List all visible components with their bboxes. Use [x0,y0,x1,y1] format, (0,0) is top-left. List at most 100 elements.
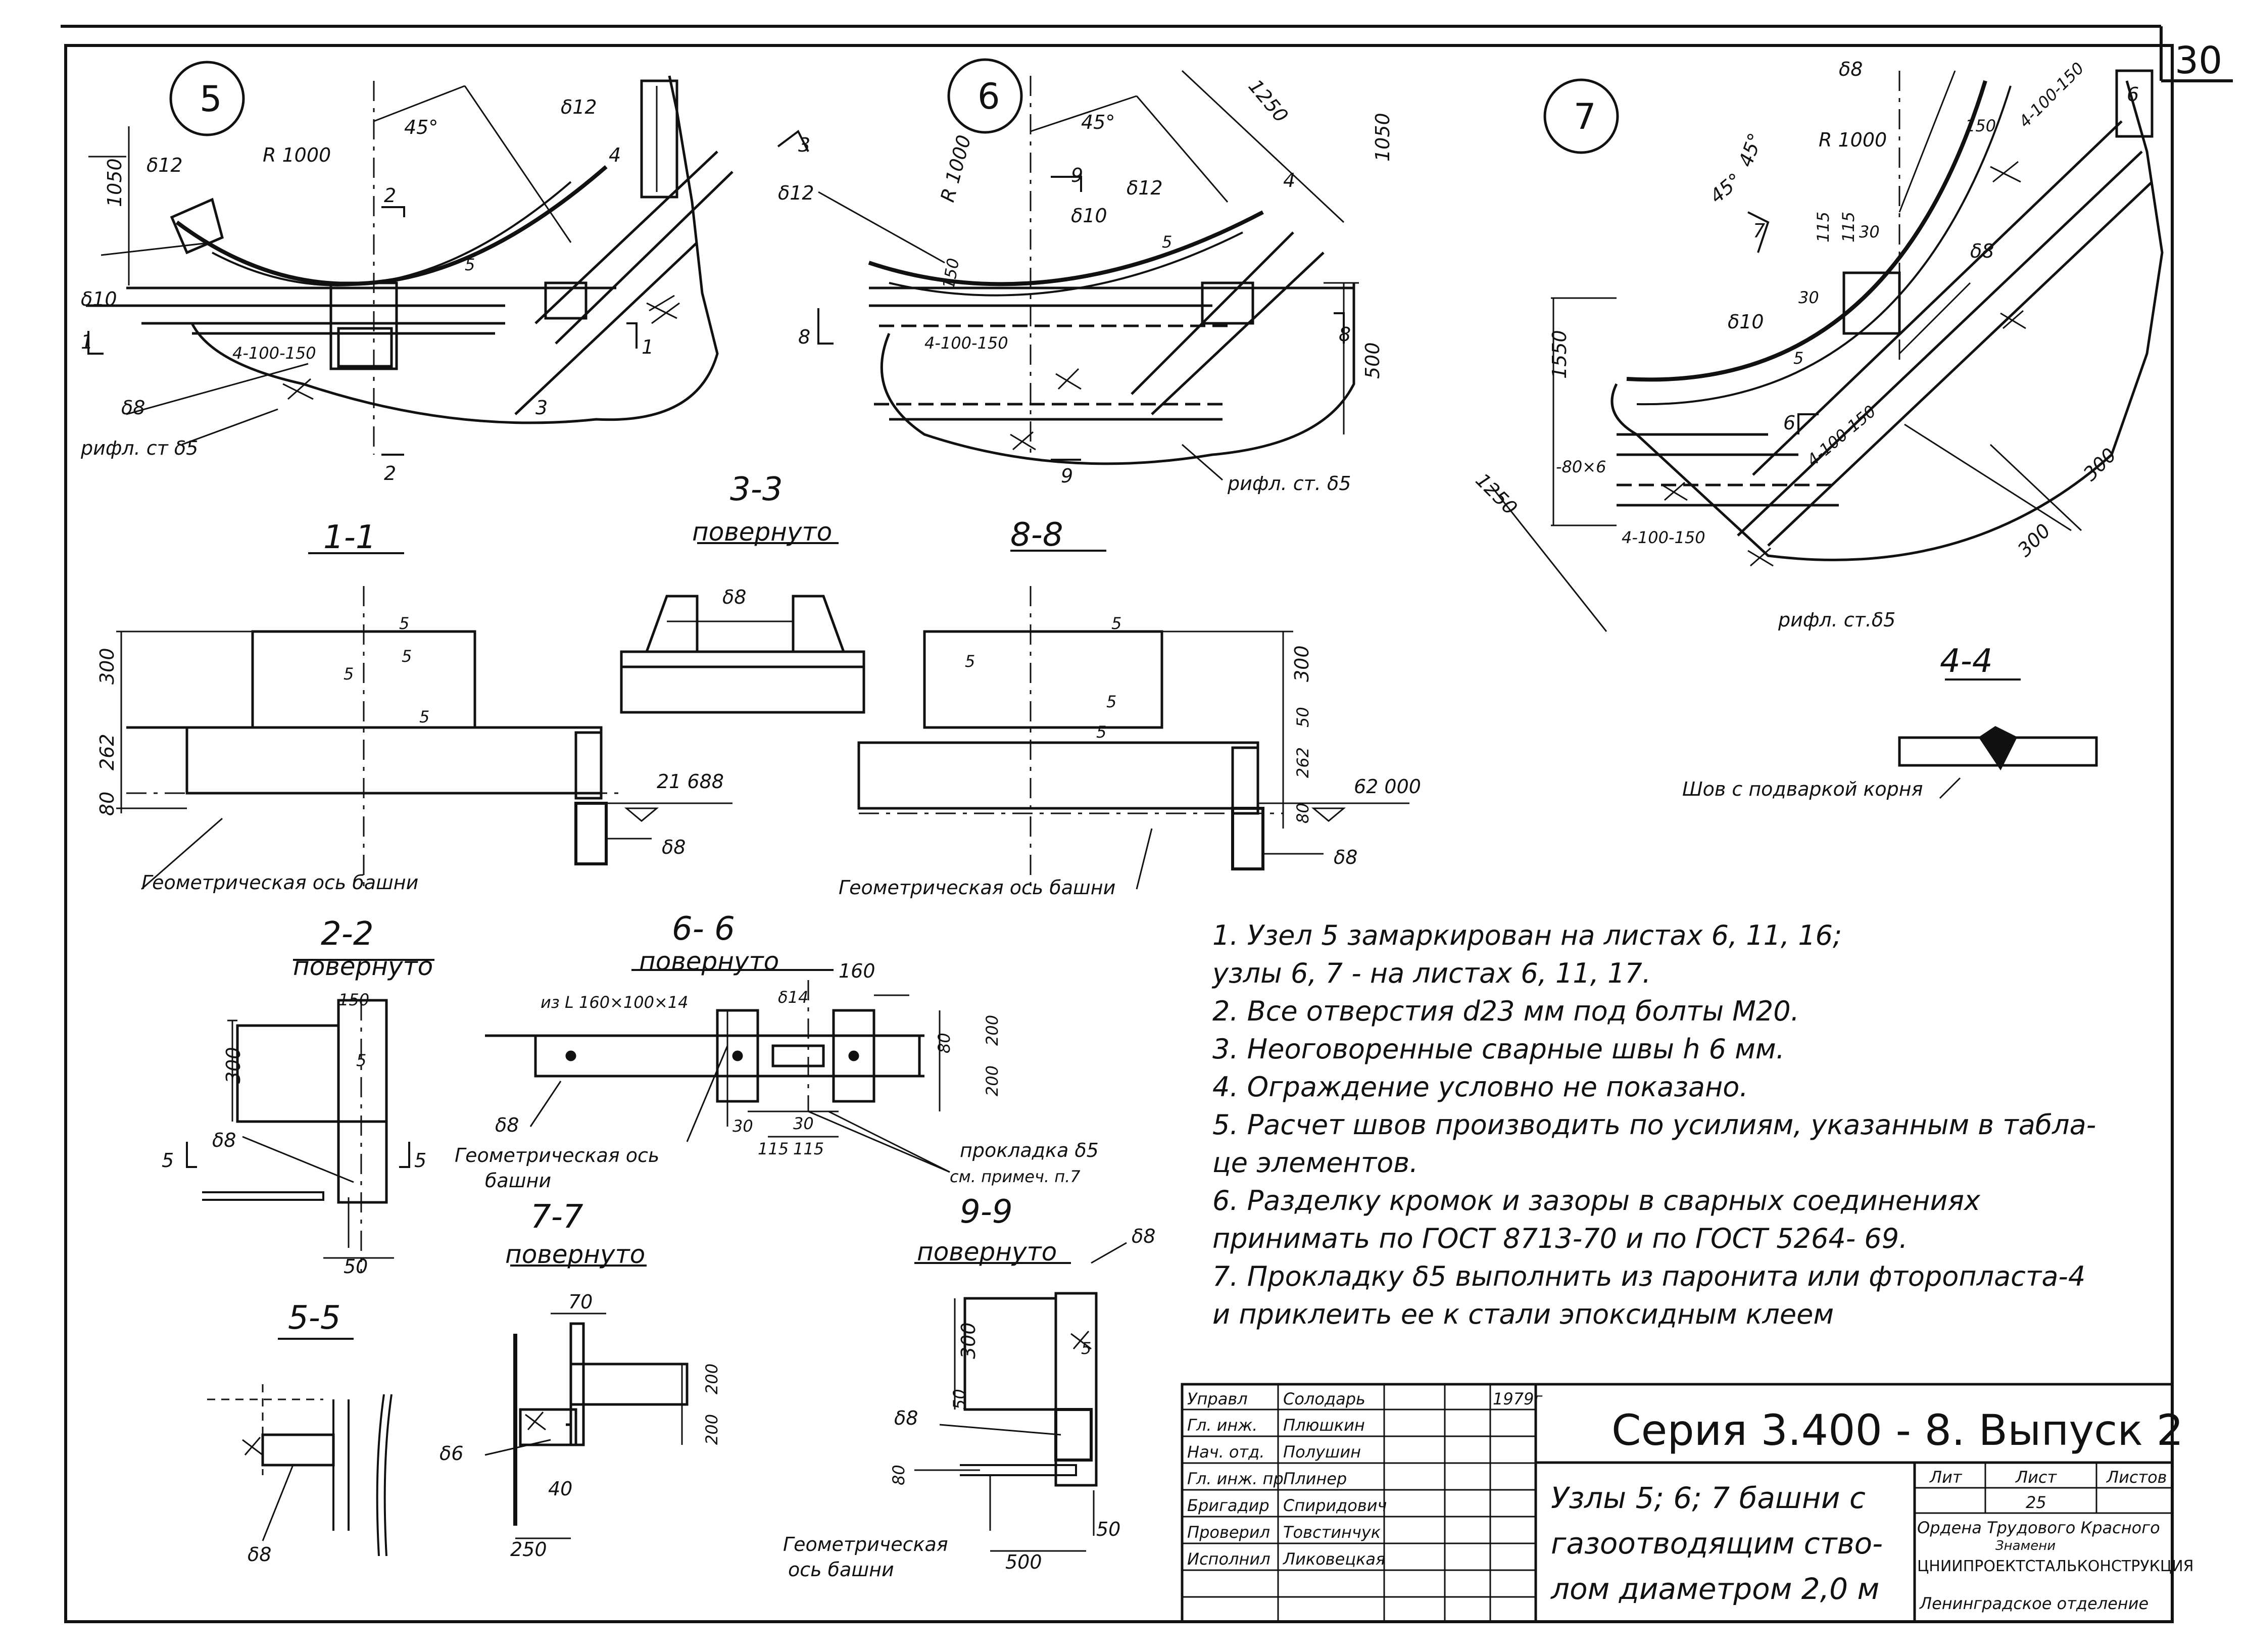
svg-text:5: 5 [162,1149,174,1172]
svg-text:Узлы 5; 6; 7 башни с: Узлы 5; 6; 7 башни с [1551,1481,1866,1515]
svg-text:30: 30 [793,1114,814,1133]
detail-7 [1489,69,2164,632]
svg-text:5: 5 [1081,1339,1091,1358]
svg-text:115: 115 [1814,212,1833,242]
section-7-7-subtitle: повернуто [505,1240,645,1269]
note-7b: и приклеить ее к стали эпоксидным клеем [1212,1298,1834,1330]
svg-text:ЦНИИПРОЕКТСТАЛЬКОНСТРУКЦИЯ: ЦНИИПРОЕКТСТАЛЬКОНСТРУКЦИЯ [1917,1558,2194,1575]
svg-text:50: 50 [1293,707,1312,727]
svg-text:δ8: δ8 [1839,58,1863,80]
note-7a: 7. Прокладку δ5 выполнить из паронита ил… [1212,1260,2085,1292]
svg-text:200: 200 [702,1364,721,1394]
svg-text:7: 7 [1753,220,1765,242]
section-2-2 [186,959,434,1273]
svg-text:30: 30 [732,1116,753,1136]
svg-text:115: 115 [793,1139,824,1158]
svg-text:5: 5 [1793,349,1803,368]
svg-text:δ12: δ12 [778,182,814,204]
svg-text:рифл. ст. δ5: рифл. ст. δ5 [1227,472,1351,495]
svg-text:1: 1 [642,336,654,358]
svg-text:70: 70 [568,1291,593,1313]
svg-text:80: 80 [96,792,118,816]
svg-text:50: 50 [1096,1518,1120,1540]
svg-text:300: 300 [222,1047,245,1084]
detail-6-labels: 6 3 1250 45° δ12 R 1000 9 δ12 δ10 4 1050… [778,75,1394,495]
svg-text:δ12: δ12 [561,96,597,118]
section-9-9-subtitle: повернуто [917,1237,1057,1267]
svg-text:δ14: δ14 [778,988,808,1007]
svg-text:6: 6 [1783,412,1795,434]
svg-text:45°: 45° [1705,169,1746,208]
section-4-4-labels: 4-4 Шов с подваркой корня [1682,643,1993,800]
svg-text:δ10: δ10 [1071,205,1107,227]
svg-text:200: 200 [983,1015,1002,1046]
svg-text:Плюшкин: Плюшкин [1283,1416,1365,1435]
svg-text:R 1000: R 1000 [263,144,331,166]
detail-5-id: 5 [200,78,222,120]
svg-text:Бригадир: Бригадир [1187,1496,1269,1515]
svg-text:Геометрическая ось: Геометрическая ось [455,1144,659,1167]
svg-text:3: 3 [535,397,548,419]
svg-text:45°: 45° [404,116,438,138]
svg-text:5: 5 [965,652,975,671]
section-1-1-labels: 1-1 300 262 80 5 5 5 5 21 688 δ8 Геометр… [96,519,724,894]
svg-text:500: 500 [1361,342,1384,379]
svg-text:Шов с подваркой корня: Шов с подваркой корня [1682,778,1923,800]
svg-text:Полушин: Полушин [1283,1442,1361,1462]
svg-text:40: 40 [548,1478,572,1500]
svg-text:δ10: δ10 [1728,311,1764,333]
svg-text:262: 262 [1293,747,1312,778]
section-9-9-labels: 9-9 повернуто δ8 300 50 5 δ8 80 Геометри… [783,1193,1155,1581]
note-1a: 1. Узел 5 замаркирован на листах 6, 11, … [1212,919,1842,951]
svg-text:Лист: Лист [2015,1468,2057,1487]
svg-text:-80×6: -80×6 [1556,457,1606,476]
svg-text:δ12: δ12 [1127,177,1163,199]
svg-text:Плинер: Плинер [1283,1469,1347,1488]
svg-text:3: 3 [798,134,810,156]
section-9-9 [914,1242,1127,1552]
general-notes: 1. Узел 5 замаркирован на листах 6, 11, … [1211,919,2096,1330]
svg-text:9: 9 [1061,465,1073,487]
svg-text:5: 5 [399,614,409,633]
sheet-index: 25 [2026,1493,2046,1512]
detail-5 [86,61,734,456]
section-5-5-labels: 5-5 δ8 [248,1299,341,1566]
svg-text:200: 200 [983,1065,1002,1096]
detail-6 [777,58,1359,481]
svg-text:300: 300 [1291,645,1313,682]
svg-text:Лит: Лит [1929,1468,1963,1487]
svg-text:5: 5 [419,707,429,726]
section-7-7 [484,1265,689,1539]
note-6a: 6. Разделку кромок и зазоры в сварных со… [1212,1185,1981,1217]
svg-text:δ8: δ8 [121,397,145,419]
svg-text:80: 80 [1293,803,1312,823]
svg-text:1050: 1050 [1372,113,1394,162]
section-2-2-labels: 2-2 повернуто 150 300 5 δ8 5 5 50 [162,915,433,1278]
svg-text:160: 160 [839,960,875,982]
svg-text:45°: 45° [1081,111,1115,133]
svg-text:4-100-150: 4-100-150 [1803,402,1879,470]
svg-text:1979г: 1979г [1493,1389,1542,1408]
svg-text:Геометрическая ось башни: Геометрическая ось башни [141,871,418,894]
section-3-3 [620,542,865,714]
svg-text:Геометрическая: Геометрическая [783,1533,948,1556]
svg-text:см. примеч. п.7: см. примеч. п.7 [950,1167,1081,1186]
note-6b: принимать по ГОСТ 8713-70 и по ГОСТ 5264… [1212,1223,1908,1254]
svg-text:80: 80 [935,1033,954,1053]
svg-text:Проверил: Проверил [1187,1523,1270,1542]
svg-text:5: 5 [414,1149,426,1172]
svg-text:8: 8 [798,326,810,348]
svg-text:δ8: δ8 [662,836,686,858]
svg-text:δ8: δ8 [1132,1225,1155,1247]
section-8-8-labels: 8-8 300 50 262 80 5 5 5 5 62 000 δ8 Геом… [839,516,1421,899]
section-3-3-labels: 3-3 повернуто δ8 [692,471,832,608]
detail-7-marker [1543,78,1619,154]
svg-text:8: 8 [1339,323,1351,346]
svg-text:5: 5 [356,1051,366,1070]
svg-text:δ8: δ8 [212,1129,236,1151]
detail-5-marker [169,61,245,136]
section-8-8-title: 8-8 [1010,516,1063,554]
svg-text:4: 4 [1283,169,1295,191]
svg-text:300: 300 [2013,519,2055,561]
svg-text:5: 5 [1096,722,1106,742]
